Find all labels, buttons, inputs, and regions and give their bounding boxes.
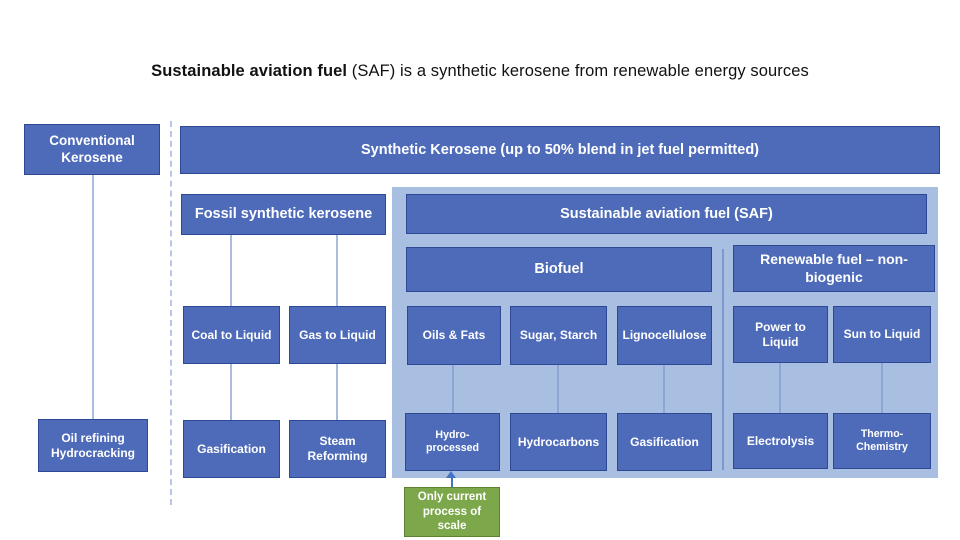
box-sugar-starch: Sugar, Starch — [510, 306, 607, 365]
box-hydro-processed: Hydro-processed — [405, 413, 500, 471]
box-conventional-kerosene: Conventional Kerosene — [24, 124, 160, 175]
note-arrow-head — [446, 471, 456, 478]
connector-ligno-gasification — [663, 365, 665, 413]
note-current-process: Only current process of scale — [404, 487, 500, 537]
box-saf-header: Sustainable aviation fuel (SAF) — [406, 194, 927, 234]
box-electrolysis: Electrolysis — [733, 413, 828, 469]
connector-fossil-coal — [230, 235, 232, 306]
box-coal-to-liquid: Coal to Liquid — [183, 306, 280, 364]
box-synthetic-kerosene-header: Synthetic Kerosene (up to 50% blend in j… — [180, 126, 940, 174]
box-thermo-chemistry: Thermo-Chemistry — [833, 413, 931, 469]
page-title: Sustainable aviation fuel (SAF) is a syn… — [0, 62, 960, 81]
box-oils-fats: Oils & Fats — [407, 306, 501, 365]
box-renewable-header: Renewable fuel – non-biogenic — [733, 245, 935, 292]
box-biofuel-header: Biofuel — [406, 247, 712, 292]
box-oil-refining: Oil refining Hydrocracking — [38, 419, 148, 472]
connector-sugar-hydrocarbons — [557, 365, 559, 413]
note-arrow-shaft — [451, 477, 453, 487]
box-gasification-biofuel: Gasification — [617, 413, 712, 471]
box-gas-to-liquid: Gas to Liquid — [289, 306, 386, 364]
box-steam-reforming: Steam Reforming — [289, 420, 386, 478]
connector-gas-steam — [336, 364, 338, 420]
connector-oils-hydro — [452, 365, 454, 413]
connector-power-electrolysis — [779, 363, 781, 413]
box-sun-to-liquid: Sun to Liquid — [833, 306, 931, 363]
box-lignocellulose: Lignocellulose — [617, 306, 712, 365]
connector-conventional — [92, 175, 94, 419]
page-title-bold: Sustainable aviation fuel — [151, 62, 348, 80]
dashed-separator — [170, 121, 172, 505]
page-title-rest: (SAF) is a synthetic kerosene from renew… — [347, 62, 809, 80]
connector-coal-gasification — [230, 364, 232, 420]
box-hydrocarbons: Hydrocarbons — [510, 413, 607, 471]
box-fossil-synthetic-header: Fossil synthetic kerosene — [181, 194, 386, 235]
box-power-to-liquid: Power to Liquid — [733, 306, 828, 363]
box-gasification-fossil: Gasification — [183, 420, 280, 478]
connector-fossil-gas — [336, 235, 338, 306]
connector-sun-thermo — [881, 363, 883, 413]
saf-section-divider — [722, 249, 725, 470]
